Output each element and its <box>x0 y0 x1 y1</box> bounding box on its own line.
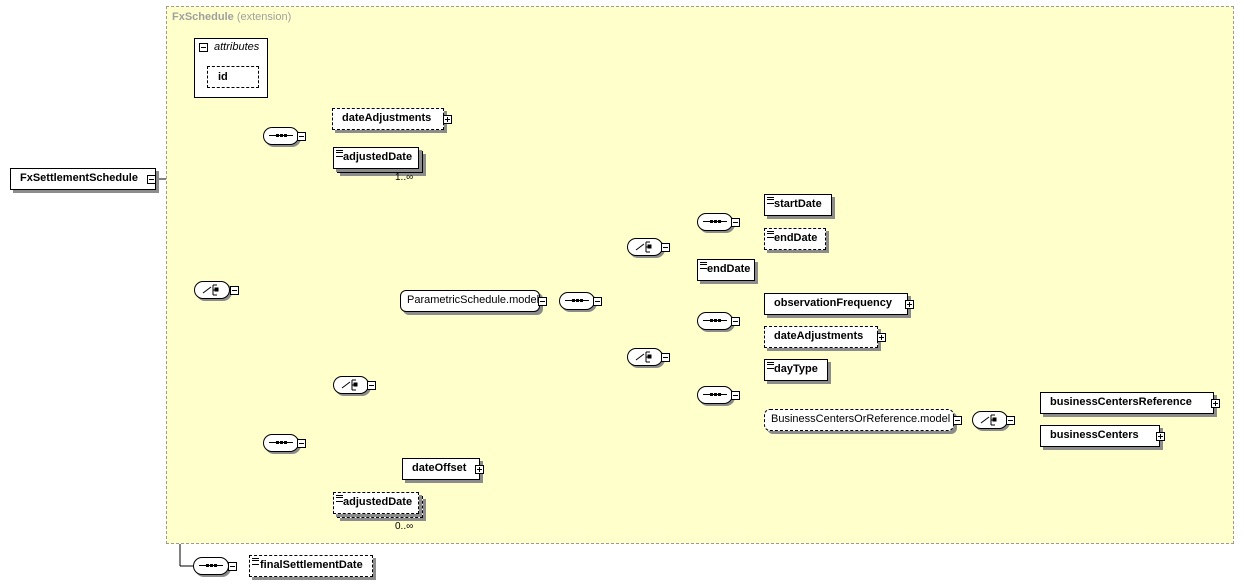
businessCenters-element[interactable]: businessCenters <box>1040 425 1160 447</box>
businessCentersReference-element[interactable]: businessCentersReference <box>1040 392 1214 414</box>
sequence-icon <box>565 299 589 302</box>
sequence-collapse-icon[interactable] <box>731 391 740 400</box>
businessCenters-label: businessCenters <box>1050 429 1139 441</box>
extension-title: FxSchedule (extension) <box>172 11 291 23</box>
choice-compositor-icon <box>194 281 230 299</box>
sequence-icon <box>703 220 727 223</box>
adjustedDate-bottom-label: adjustedDate <box>343 496 413 508</box>
attributes-label: attributes <box>214 41 260 53</box>
extension-kind: (extension) <box>236 11 292 23</box>
dateOffset-label: dateOffset <box>412 462 467 474</box>
sequence-icon <box>269 134 293 137</box>
sequence-icon <box>199 564 223 567</box>
sequence-compositor-icon <box>559 292 595 310</box>
group-collapse-icon[interactable] <box>538 297 547 306</box>
attribute-id[interactable]: id <box>207 66 259 88</box>
group-collapse-icon[interactable] <box>953 416 962 425</box>
parametricSchedule-label: ParametricSchedule.model <box>407 294 540 306</box>
choice-icon <box>202 284 219 296</box>
expand-icon[interactable] <box>443 115 452 124</box>
choice-icon <box>635 351 652 363</box>
expand-icon[interactable] <box>475 465 484 474</box>
endDate-optional-label: endDate <box>774 232 818 244</box>
root-collapse-icon[interactable] <box>147 175 156 184</box>
endDate-label: endDate <box>707 263 751 275</box>
businessCentersOrReference-group[interactable]: BusinessCentersOrReference.model <box>764 409 954 431</box>
businessCentersReference-label: businessCentersReference <box>1050 396 1192 408</box>
choice-compositor-icon <box>627 238 663 256</box>
choice-icon <box>635 241 652 253</box>
sequence-icon <box>703 393 727 396</box>
choice-icon <box>980 414 997 426</box>
cardinality-label: 0..∞ <box>395 521 414 532</box>
finalSettlementDate-label: finalSettlementDate <box>260 559 363 571</box>
dateOffset-element[interactable]: dateOffset <box>402 458 480 480</box>
expand-icon[interactable] <box>905 300 914 309</box>
choice-collapse-icon[interactable] <box>661 243 670 252</box>
adjustedDate-top-label: adjustedDate <box>343 151 413 163</box>
sequence-compositor-icon <box>193 557 229 575</box>
choice-compositor-icon <box>333 376 369 394</box>
sequence-collapse-icon[interactable] <box>593 297 602 306</box>
endDate-element[interactable]: endDate <box>697 259 755 281</box>
dateAdjustments-mid[interactable]: dateAdjustments <box>764 326 878 348</box>
dateAdjustments-mid-label: dateAdjustments <box>774 330 864 342</box>
endDate-optional-element[interactable]: endDate <box>764 228 826 250</box>
choice-collapse-icon[interactable] <box>1006 416 1015 425</box>
root-element[interactable]: FxSettlementSchedule <box>10 168 156 190</box>
attributes-collapse-icon[interactable] <box>199 43 208 52</box>
sequence-compositor-icon <box>697 312 733 330</box>
sequence-collapse-icon[interactable] <box>731 218 740 227</box>
choice-collapse-icon[interactable] <box>367 381 376 390</box>
startDate-element[interactable]: startDate <box>764 194 832 216</box>
sequence-compositor-icon <box>263 127 299 145</box>
adjustedDate-top[interactable]: adjustedDate <box>333 147 419 169</box>
sequence-collapse-icon[interactable] <box>297 132 306 141</box>
sequence-collapse-icon[interactable] <box>228 562 237 571</box>
expand-icon[interactable] <box>877 333 886 342</box>
sequence-compositor-icon <box>263 434 299 452</box>
sequence-collapse-icon[interactable] <box>731 317 740 326</box>
adjustedDate-bottom[interactable]: adjustedDate <box>333 492 419 514</box>
root-label: FxSettlementSchedule <box>20 172 138 184</box>
dateAdjustments-top-label: dateAdjustments <box>342 112 432 124</box>
dayType-element[interactable]: dayType <box>764 359 828 381</box>
sequence-compositor-icon <box>697 386 733 404</box>
choice-icon <box>341 379 358 391</box>
sequence-compositor-icon <box>697 213 733 231</box>
businessCentersOrReference-label: BusinessCentersOrReference.model <box>771 413 951 425</box>
choice-compositor-icon <box>627 348 663 366</box>
expand-icon[interactable] <box>1156 432 1165 441</box>
startDate-label: startDate <box>774 198 822 210</box>
choice-compositor-icon <box>972 411 1008 429</box>
observationFrequency-label: observationFrequency <box>774 297 892 309</box>
choice-collapse-icon[interactable] <box>230 286 239 295</box>
extension-name: FxSchedule <box>172 11 234 23</box>
choice-collapse-icon[interactable] <box>661 353 670 362</box>
cardinality-label: 1..∞ <box>395 172 414 183</box>
parametricSchedule-group[interactable]: ParametricSchedule.model <box>400 290 540 312</box>
observationFrequency-element[interactable]: observationFrequency <box>764 293 908 315</box>
dayType-label: dayType <box>774 363 818 375</box>
dateAdjustments-top[interactable]: dateAdjustments <box>332 108 444 130</box>
sequence-icon <box>703 319 727 322</box>
sequence-collapse-icon[interactable] <box>297 439 306 448</box>
sequence-icon <box>269 441 293 444</box>
finalSettlementDate-element[interactable]: finalSettlementDate <box>249 555 373 577</box>
expand-icon[interactable] <box>1211 399 1220 408</box>
